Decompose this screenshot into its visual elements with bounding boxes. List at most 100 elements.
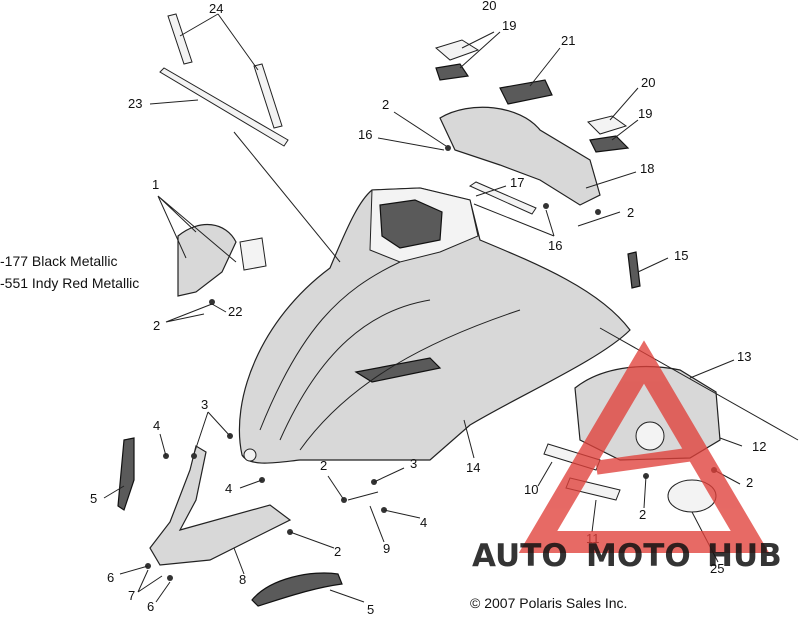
leader-6a bbox=[119, 565, 149, 575]
fastener-dot bbox=[167, 575, 173, 581]
callout-9: 9 bbox=[383, 541, 390, 556]
part-1-decal bbox=[239, 237, 267, 271]
part-5-guard-a bbox=[117, 437, 135, 511]
callout-2: 2 bbox=[382, 97, 389, 112]
watermark-moto: MOTO bbox=[586, 538, 691, 574]
watermark-logo bbox=[518, 340, 770, 553]
part-18-dash bbox=[439, 106, 601, 206]
leader-lines bbox=[103, 13, 743, 603]
leader-4b bbox=[239, 479, 263, 489]
callout-14: 14 bbox=[466, 460, 480, 475]
leader-10 bbox=[537, 461, 553, 487]
callout-15: 15 bbox=[674, 248, 688, 263]
callout-13: 13 bbox=[737, 349, 751, 364]
callout-20: 20 bbox=[641, 75, 655, 90]
leader-23 bbox=[149, 99, 199, 105]
part-24-strip-b bbox=[253, 63, 283, 129]
part-1-mirror bbox=[177, 223, 237, 297]
callout-16: 16 bbox=[548, 238, 562, 253]
leader-19a bbox=[459, 31, 501, 69]
callout-12: 12 bbox=[752, 439, 766, 454]
callout-23: 23 bbox=[128, 96, 142, 111]
copyright-text: © 2007 Polaris Sales Inc. bbox=[470, 595, 627, 611]
leader-2a bbox=[393, 111, 447, 147]
leader-2f bbox=[643, 475, 647, 509]
watermark-bar bbox=[595, 447, 693, 475]
part-23-strip bbox=[159, 67, 289, 147]
part-19-bracket-a bbox=[435, 63, 470, 81]
callout-19: 19 bbox=[502, 18, 516, 33]
leader-20a bbox=[461, 31, 495, 49]
watermark-wordmark: AUTO MOTO HUB bbox=[472, 538, 782, 574]
leader-24 bbox=[179, 13, 259, 71]
callout-19: 19 bbox=[638, 106, 652, 121]
callout-3: 3 bbox=[201, 397, 208, 412]
callout-3: 3 bbox=[410, 456, 417, 471]
callout-17: 17 bbox=[510, 175, 524, 190]
part-9-cable bbox=[347, 491, 379, 501]
leader-17 bbox=[475, 185, 507, 197]
leader-18 bbox=[585, 171, 637, 189]
part-20-cover-b bbox=[587, 115, 628, 135]
part-19-bracket-b bbox=[589, 135, 630, 153]
callout-5: 5 bbox=[367, 602, 374, 617]
color-note-black-metallic: -177 Black Metallic bbox=[0, 253, 118, 269]
watermark-hub: HUB bbox=[707, 538, 782, 574]
fastener-dot bbox=[595, 209, 601, 215]
callout-2: 2 bbox=[334, 544, 341, 559]
hood-body bbox=[238, 187, 631, 464]
leader-3a bbox=[193, 411, 231, 455]
fastener-dot bbox=[445, 145, 451, 151]
callout-4: 4 bbox=[153, 418, 160, 433]
color-note-indy-red-metallic: -551 Indy Red Metallic bbox=[0, 275, 139, 291]
leader-4c bbox=[383, 509, 421, 519]
leader-3b bbox=[373, 467, 405, 483]
callout-20: 20 bbox=[482, 0, 496, 13]
watermark-auto: AUTO bbox=[472, 538, 568, 574]
callout-numbers: 24 23 20 19 21 20 19 2 16 18 17 2 16 1 1… bbox=[90, 0, 766, 617]
part-15-clip bbox=[627, 251, 641, 289]
part-13-cable bbox=[599, 327, 799, 441]
callout-7: 7 bbox=[128, 588, 135, 603]
part-24-strip-a bbox=[167, 13, 193, 65]
callout-25: 25 bbox=[710, 561, 724, 576]
part-5-guard-b bbox=[251, 572, 343, 607]
leader-22 bbox=[211, 303, 227, 313]
lower-parts bbox=[117, 437, 379, 607]
callout-22: 22 bbox=[228, 304, 242, 319]
callout-2: 2 bbox=[153, 318, 160, 333]
callout-5: 5 bbox=[90, 491, 97, 506]
dash-parts bbox=[434, 39, 641, 289]
leader-5a bbox=[103, 485, 125, 499]
leader-5b bbox=[329, 589, 365, 603]
callout-6: 6 bbox=[107, 570, 114, 585]
hood-front-mount bbox=[243, 448, 257, 462]
callout-10: 10 bbox=[524, 482, 538, 497]
leader-2g bbox=[289, 531, 335, 549]
leader-2b bbox=[577, 211, 621, 227]
leader-16b bbox=[473, 203, 555, 237]
callout-8: 8 bbox=[239, 572, 246, 587]
part-17-strip bbox=[468, 181, 537, 215]
leader-8 bbox=[233, 547, 245, 575]
leader-15 bbox=[637, 257, 669, 273]
leader-4a bbox=[159, 433, 167, 457]
part-8-bumper bbox=[149, 445, 292, 566]
callout-2: 2 bbox=[627, 205, 634, 220]
leader-13 bbox=[689, 359, 735, 379]
callout-24: 24 bbox=[209, 1, 223, 16]
callout-2: 2 bbox=[320, 458, 327, 473]
part-21-gauge bbox=[499, 79, 553, 105]
leader-12 bbox=[719, 437, 743, 447]
strip-parts bbox=[159, 13, 289, 147]
leader-9 bbox=[369, 505, 385, 543]
part-12-lens bbox=[635, 421, 665, 451]
leader-14 bbox=[463, 419, 475, 459]
leader-hood-top bbox=[233, 131, 341, 263]
watermark-triangle bbox=[518, 340, 770, 553]
callout-16: 16 bbox=[358, 127, 372, 142]
callout-18: 18 bbox=[640, 161, 654, 176]
callout-4: 4 bbox=[420, 515, 427, 530]
